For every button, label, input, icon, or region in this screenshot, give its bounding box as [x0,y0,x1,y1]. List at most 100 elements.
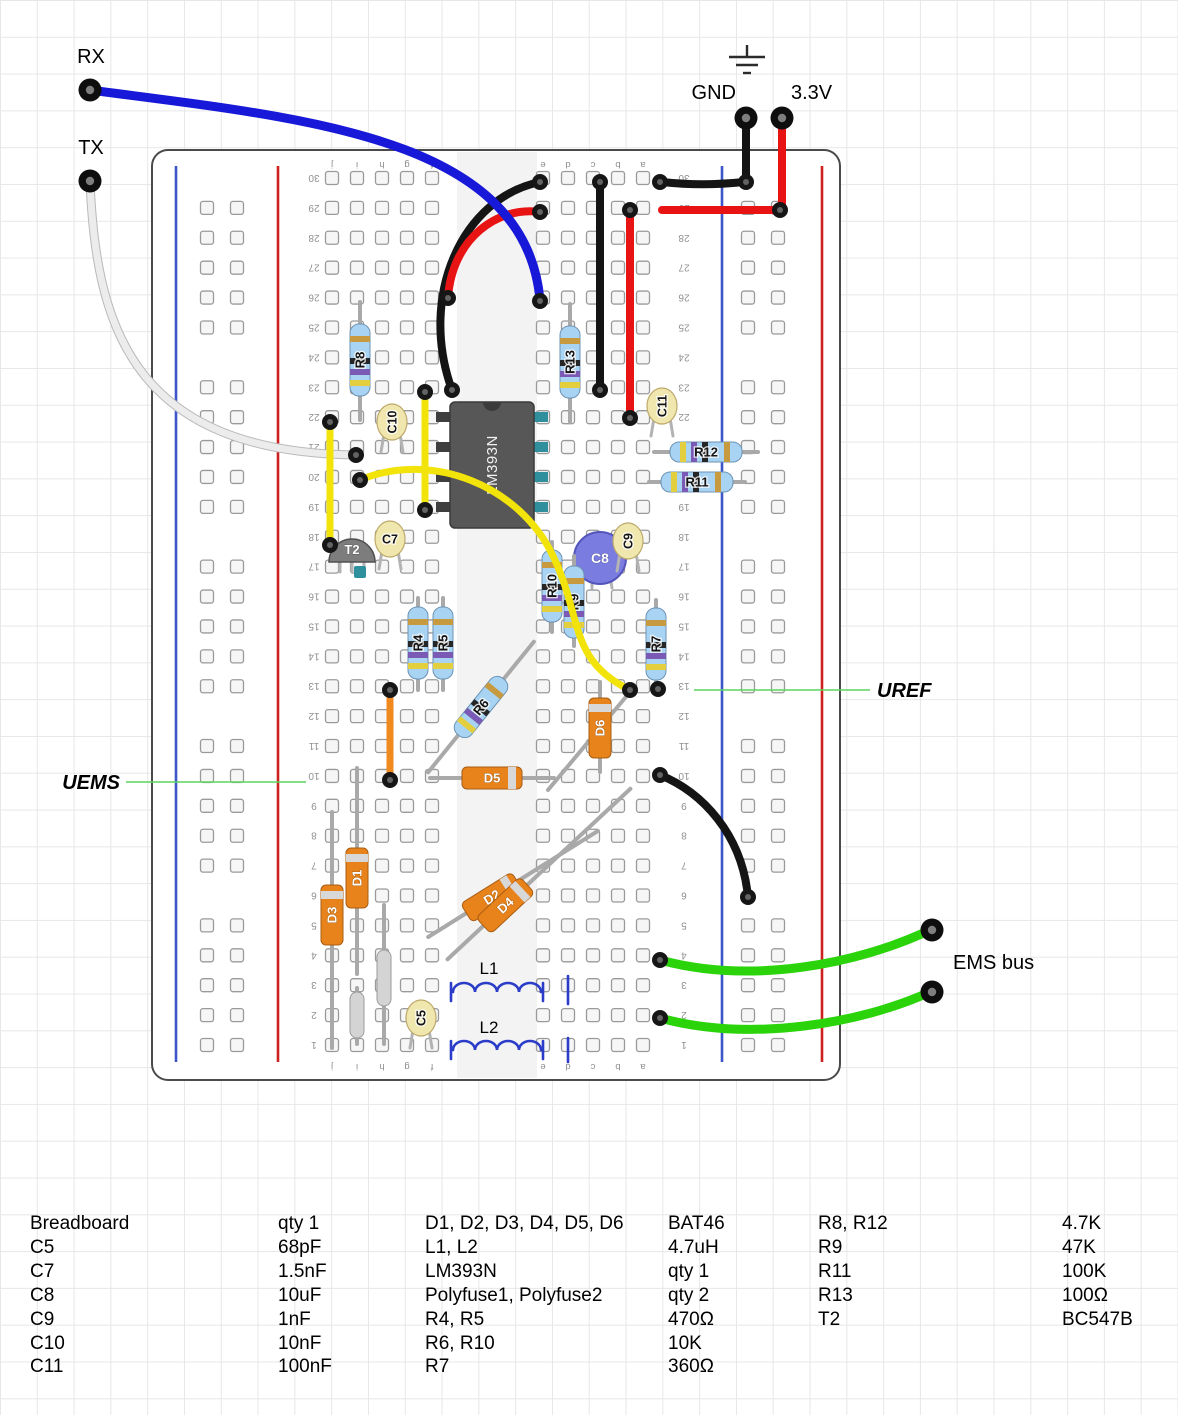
breadboard-hole [229,619,245,634]
breadboard-hole [585,589,601,604]
breadboard-hole [229,679,245,694]
breadboard-hole [199,858,215,873]
breadboard-hole [585,499,601,515]
part-value: 360Ω [668,1356,714,1378]
breadboard-hole [399,350,415,365]
row-number: 5 [311,919,317,930]
capacitor-label: C11 [656,395,670,417]
breadboard-hole [399,230,415,245]
part-value: 10nF [278,1332,322,1354]
breadboard-hole [585,858,601,873]
part-name: R11 [818,1260,852,1282]
breadboard-hole [635,679,651,694]
breadboard-hole [740,619,756,634]
resistor-band [433,663,453,669]
breadboard-hole [229,1007,245,1023]
breadboard-hole [770,948,786,963]
breadboard-hole [770,1007,786,1023]
resistor-r4: R4 [407,596,429,692]
breadboard-hole [399,679,415,694]
resistor-band [560,360,580,366]
row-number: 4 [311,949,317,960]
breadboard-hole [374,260,390,275]
part-value: 4.7K [1062,1213,1102,1234]
diode-d4: D4 [445,786,633,962]
row-number: 13 [678,680,690,691]
row-number: 18 [308,531,320,542]
breadboard-hole [740,798,756,813]
breadboard-hole [199,1037,215,1053]
diode-band [509,880,531,903]
row-number: 1 [311,1039,317,1050]
breadboard-hole [374,559,390,574]
resistor-r13: R13 [559,302,581,424]
row-number: 21 [308,441,320,452]
breadboard-hole [770,768,786,784]
breadboard-hole [740,499,756,515]
breadboard-hole [740,320,756,335]
resistor-band [408,641,428,647]
breadboard-hole [229,320,245,335]
ic-label: LM393N [484,435,501,495]
breadboard-hole [399,170,415,186]
capacitor-label: C8 [591,550,609,566]
breadboard-hole [610,439,626,455]
column-letter: e [540,1061,545,1072]
breadboard-hole [199,649,215,664]
breadboard-hole [610,768,626,784]
breadboard-hole [560,738,576,754]
inductor-coil [451,1039,543,1052]
breadboard-hole [770,499,786,515]
breadboard-hole [374,320,390,335]
row-number: 15 [308,620,320,631]
part-value: 10uF [278,1284,322,1306]
breadboard-hole [324,619,340,634]
breadboard-hole [770,290,786,305]
breadboard-hole [199,499,215,515]
breadboard-hole [635,918,651,933]
breadboard-hole [199,439,215,455]
wire-end-center [422,389,428,395]
uems-label: UEMS [62,772,120,794]
wire-end-center [327,419,333,425]
breadboard-hole [610,918,626,933]
breadboard-hole [740,380,756,395]
resistor-band [646,620,666,626]
gnd-label: GND [692,82,736,104]
breadboard-hole [610,1037,626,1053]
breadboard-hole [770,439,786,455]
row-number: 24 [308,351,320,362]
breadboard-hole [324,350,340,365]
part-value: qty 1 [668,1260,710,1282]
breadboard-hole [229,559,245,574]
breadboard-hole [635,290,651,305]
breadboard-hole [610,619,626,634]
resistor-label: R13 [563,350,578,374]
breadboard-hole [635,798,651,813]
breadboard-hole [374,828,390,843]
row-number: 6 [681,890,687,901]
breadboard-hole [424,798,440,813]
breadboard-hole [349,200,365,216]
part-name: LM393N [425,1260,497,1282]
capacitor-label: C7 [382,533,398,547]
breadboard-hole [424,290,440,305]
inductor-l1 [449,981,545,1003]
uref-label: UREF [877,680,932,702]
pad-ems-2 [920,980,944,1004]
breadboard-hole [635,708,651,724]
breadboard-hole [635,439,651,455]
column-letter: d [565,159,570,170]
breadboard-hole [560,529,576,544]
row-number: 16 [678,591,690,602]
resistor-band [560,382,580,388]
part-value: 100K [1062,1260,1107,1282]
breadboard-hole [585,888,601,903]
breadboard-hole [424,948,440,963]
breadboard-hole [635,200,651,216]
resistor-band [350,369,370,375]
diode-band [346,854,368,862]
breadboard-hole [585,1037,601,1053]
